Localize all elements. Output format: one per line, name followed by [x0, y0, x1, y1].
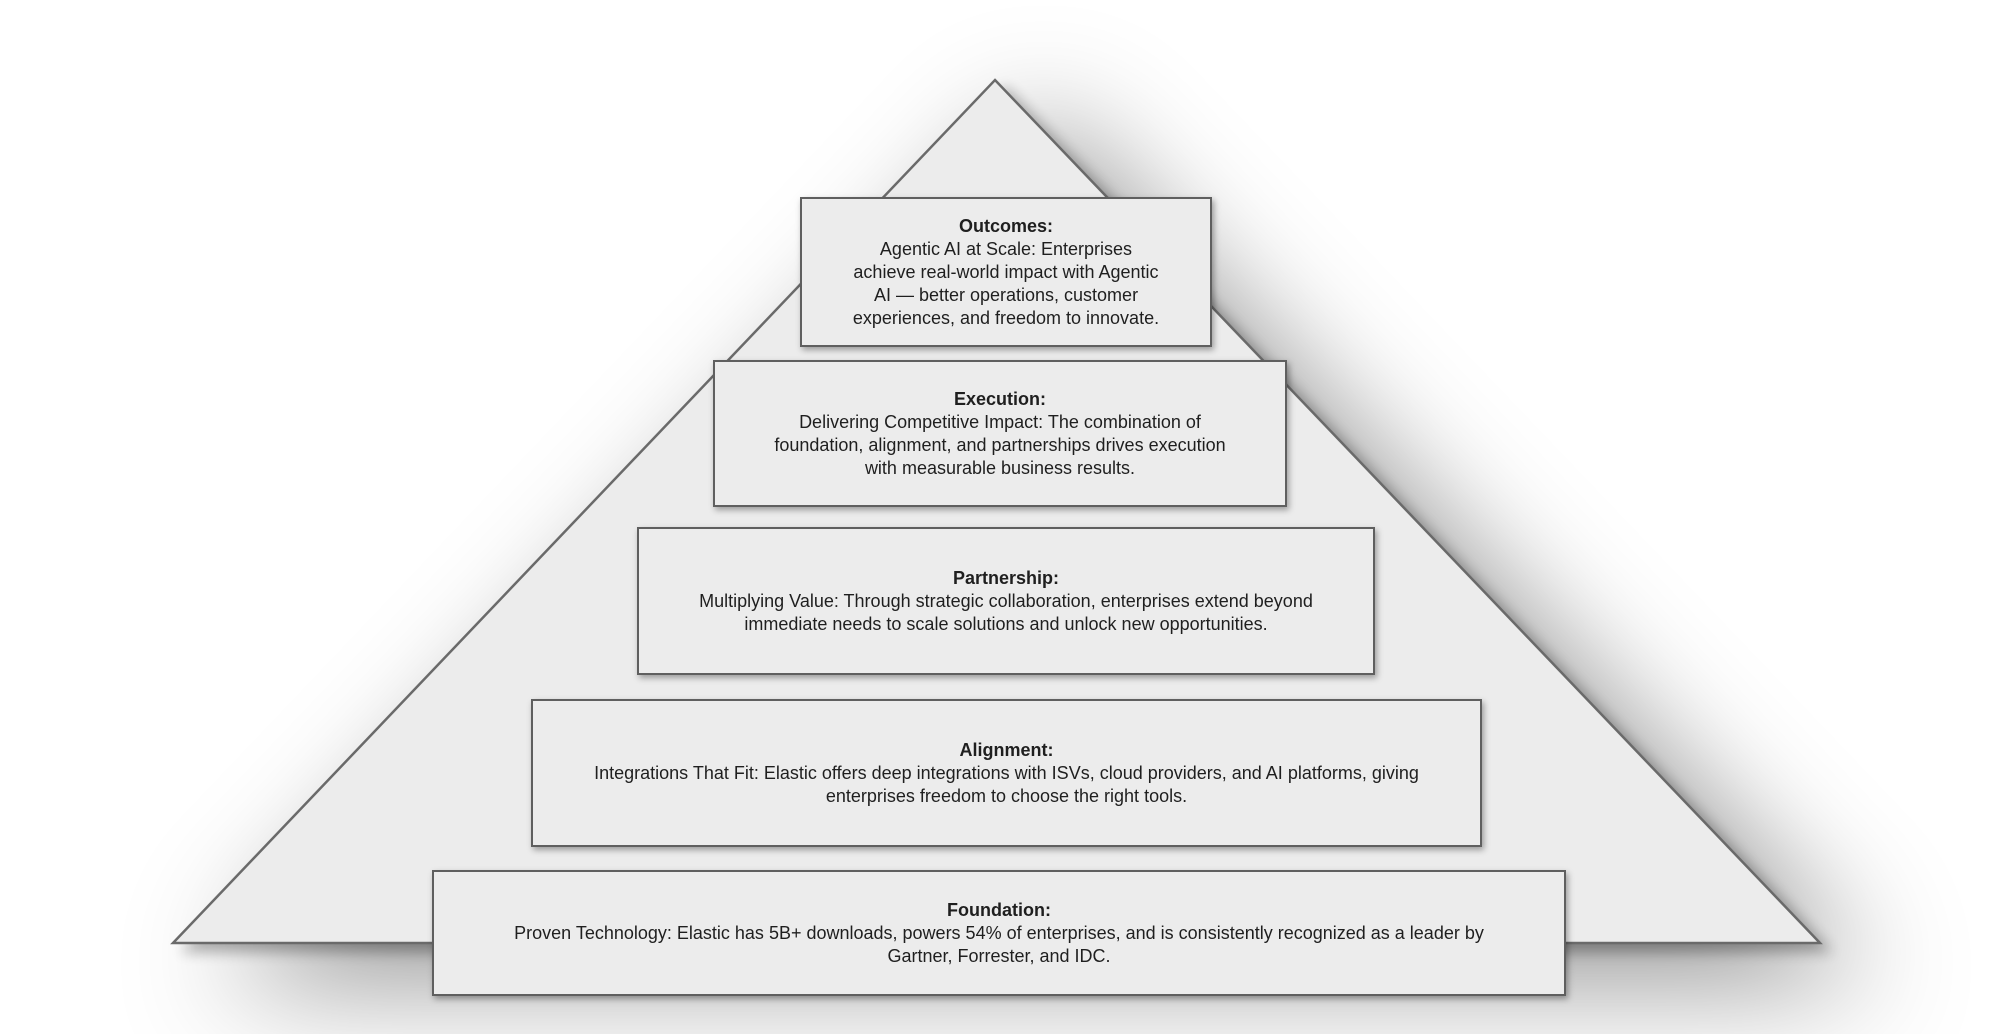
pyramid-level-execution: Execution: Delivering Competitive Impact…	[713, 360, 1287, 507]
level-description: Delivering Competitive Impact: The combi…	[774, 411, 1226, 478]
level-title: Foundation:	[947, 899, 1051, 920]
pyramid-level-alignment: Alignment: Integrations That Fit: Elasti…	[531, 699, 1482, 847]
level-description: Proven Technology: Elastic has 5B+ downl…	[514, 922, 1484, 966]
level-description: Agentic AI at Scale: Enterprises achieve…	[852, 238, 1160, 328]
level-description: Multiplying Value: Through strategic col…	[699, 590, 1313, 634]
level-title: Alignment:	[959, 739, 1054, 760]
pyramid-level-partnership: Partnership: Multiplying Value: Through …	[637, 527, 1375, 675]
level-description: Integrations That Fit: Elastic offers de…	[594, 762, 1419, 806]
level-title: Execution:	[953, 388, 1046, 409]
level-title: Outcomes:	[958, 215, 1054, 236]
pyramid-level-outcomes: Outcomes: Agentic AI at Scale: Enterpris…	[800, 197, 1212, 347]
level-title: Partnership:	[952, 567, 1060, 588]
pyramid-level-foundation: Foundation: Proven Technology: Elastic h…	[432, 870, 1566, 996]
